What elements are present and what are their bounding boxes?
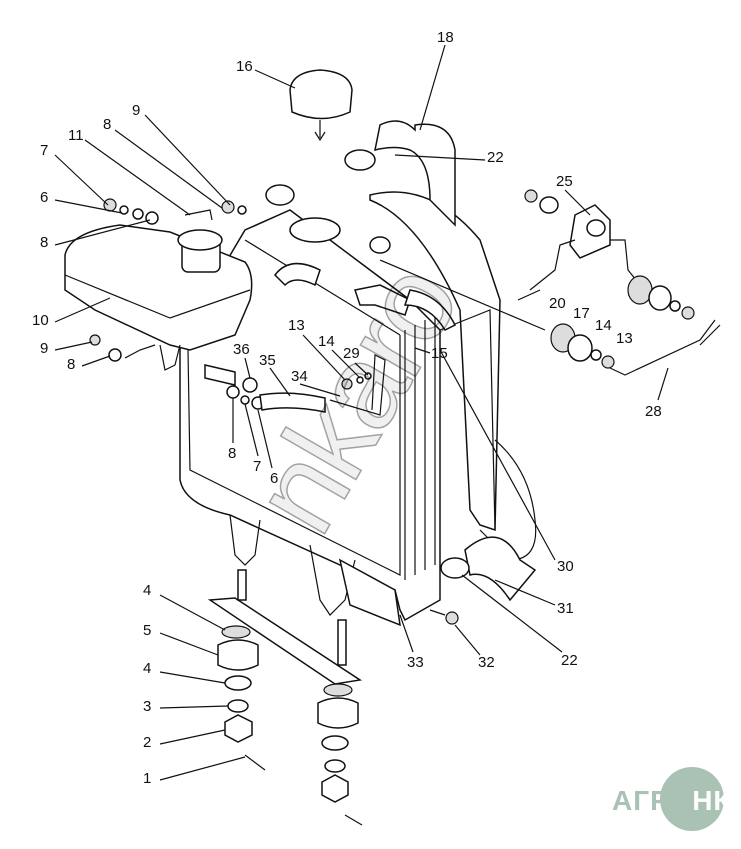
- callout-30: 30: [557, 558, 574, 575]
- callout-14: 14: [318, 333, 335, 350]
- callout-labels: 18 16 22 9 8 11 7 6 8 25 10 9 8 13 14 29…: [32, 29, 662, 787]
- callout-32: 32: [478, 654, 495, 671]
- logo-text-right: НКА: [692, 785, 741, 816]
- callout-3: 3: [143, 698, 151, 715]
- callout-13: 13: [616, 330, 633, 347]
- logo-text: АГРОНКА: [612, 785, 741, 817]
- callout-2: 2: [143, 734, 151, 751]
- callout-31: 31: [557, 600, 574, 617]
- callout-22: 22: [487, 149, 504, 166]
- callout-9: 9: [40, 340, 48, 357]
- callout-4: 4: [143, 660, 151, 677]
- callout-6: 6: [270, 470, 278, 487]
- hose-clamp-upper: [344, 149, 376, 171]
- filler-neck: [289, 217, 341, 243]
- brand-logo: АГРОНКА: [612, 765, 741, 835]
- callout-25: 25: [556, 173, 573, 190]
- callout-18: 18: [437, 29, 454, 46]
- right-mount-parts: [379, 189, 721, 376]
- small-hose: [274, 262, 321, 287]
- hose-clamp-lower: [440, 557, 470, 579]
- callout-28: 28: [645, 403, 662, 420]
- left-fasteners: [89, 198, 386, 416]
- leader-lines: [54, 44, 669, 781]
- callout-11: 11: [68, 127, 84, 144]
- callout-8: 8: [67, 356, 75, 373]
- radiator-cap: [289, 69, 353, 142]
- callout-35: 35: [259, 352, 276, 369]
- callout-20: 20: [549, 295, 566, 312]
- callout-6: 6: [40, 189, 48, 206]
- fan-shroud: [369, 191, 537, 561]
- callout-10: 10: [32, 312, 49, 329]
- callout-17: 17: [573, 305, 590, 322]
- callout-15: 15: [431, 345, 448, 362]
- neck-fitting: [265, 184, 295, 206]
- callout-7: 7: [253, 458, 261, 475]
- expansion-tank: [64, 224, 253, 371]
- bracket-25: [529, 204, 641, 291]
- tube: [354, 284, 411, 316]
- callout-9: 9: [132, 102, 140, 119]
- lower-hose: [464, 536, 537, 602]
- callout-13: 13: [288, 317, 305, 334]
- callout-34: 34: [291, 368, 308, 385]
- upper-hose: [374, 120, 456, 227]
- callout-1: 1: [143, 770, 151, 787]
- logo-text-left: АГРО: [612, 785, 693, 816]
- callout-8: 8: [40, 234, 48, 251]
- logo-circle: [660, 767, 724, 831]
- callout-22: 22: [561, 652, 578, 669]
- callout-36: 36: [233, 341, 250, 358]
- hose-side: [403, 289, 457, 331]
- callout-8: 8: [103, 116, 111, 133]
- callout-16: 16: [236, 58, 253, 75]
- valve: [369, 236, 391, 254]
- bottom-mount-parts: [207, 569, 459, 826]
- callout-4: 4: [143, 582, 151, 599]
- callout-8: 8: [228, 445, 236, 462]
- callout-7: 7: [40, 142, 48, 159]
- callout-29: 29: [343, 345, 360, 362]
- callout-14: 14: [595, 317, 612, 334]
- callout-5: 5: [143, 622, 151, 639]
- callout-33: 33: [407, 654, 424, 671]
